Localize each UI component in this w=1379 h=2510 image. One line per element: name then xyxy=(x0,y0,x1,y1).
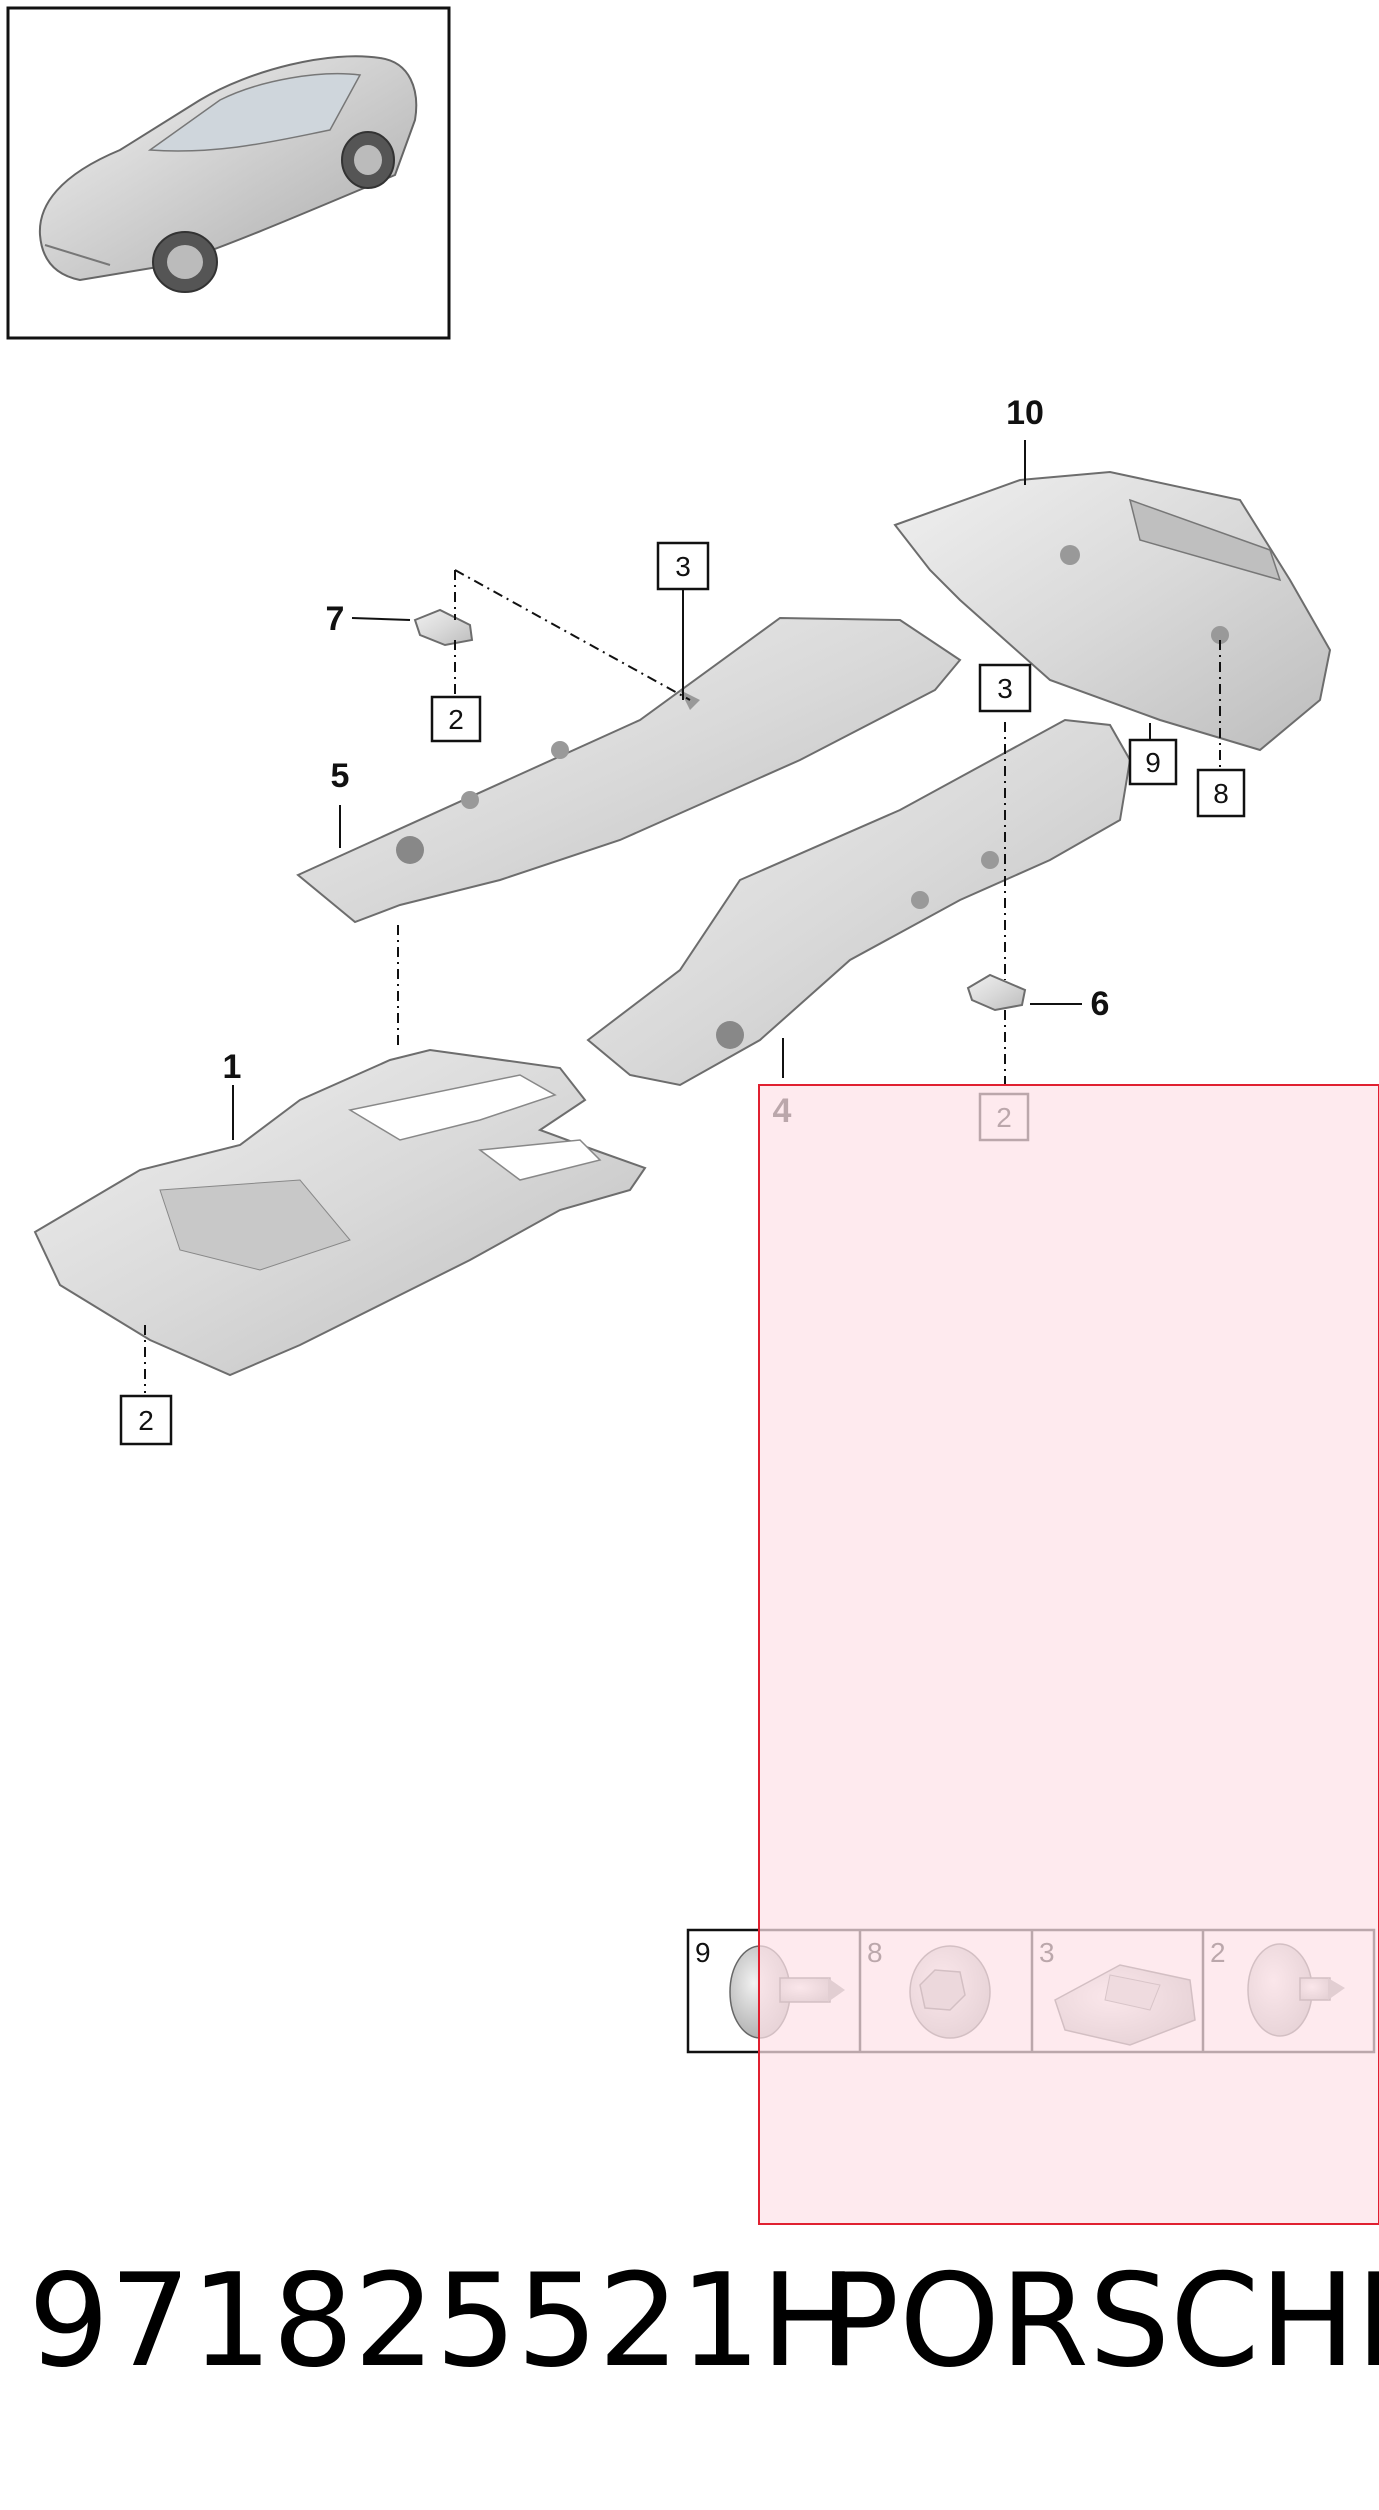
brand-name: PORSCHE xyxy=(822,2247,1379,2396)
highlight-overlay xyxy=(758,1084,1379,2225)
svg-text:8: 8 xyxy=(1213,778,1229,809)
car-icon xyxy=(38,55,418,293)
callout-5: 5 xyxy=(331,757,350,795)
bracket-part-7 xyxy=(413,608,474,647)
part-number: 971825521H xyxy=(28,2247,857,2396)
boxed-callout-2-left: 2 xyxy=(430,695,482,743)
boxed-callout-9: 9 xyxy=(1128,738,1178,786)
svg-text:2: 2 xyxy=(448,704,464,735)
svg-text:3: 3 xyxy=(675,551,691,582)
vehicle-thumbnail xyxy=(6,6,451,340)
callout-6: 6 xyxy=(1091,985,1110,1023)
underbody-panel-4 xyxy=(586,718,1132,1087)
boxed-callout-8: 8 xyxy=(1196,768,1246,818)
callout-1: 1 xyxy=(223,1048,242,1086)
callout-10: 10 xyxy=(1006,394,1044,432)
hardware-label-9: 9 xyxy=(695,1937,711,1968)
svg-text:9: 9 xyxy=(1145,747,1161,778)
underbody-panel-10 xyxy=(893,470,1332,752)
boxed-callout-2-bottom: 2 xyxy=(119,1394,173,1446)
svg-text:3: 3 xyxy=(997,673,1013,704)
boxed-callout-3-right: 3 xyxy=(978,663,1032,713)
callout-7: 7 xyxy=(326,600,345,638)
leader-lines xyxy=(144,440,1221,1393)
boxed-callout-3-top: 3 xyxy=(656,541,710,591)
underbody-panel-1 xyxy=(33,1048,647,1377)
bracket-part-6 xyxy=(966,973,1027,1012)
svg-text:2: 2 xyxy=(138,1405,154,1436)
